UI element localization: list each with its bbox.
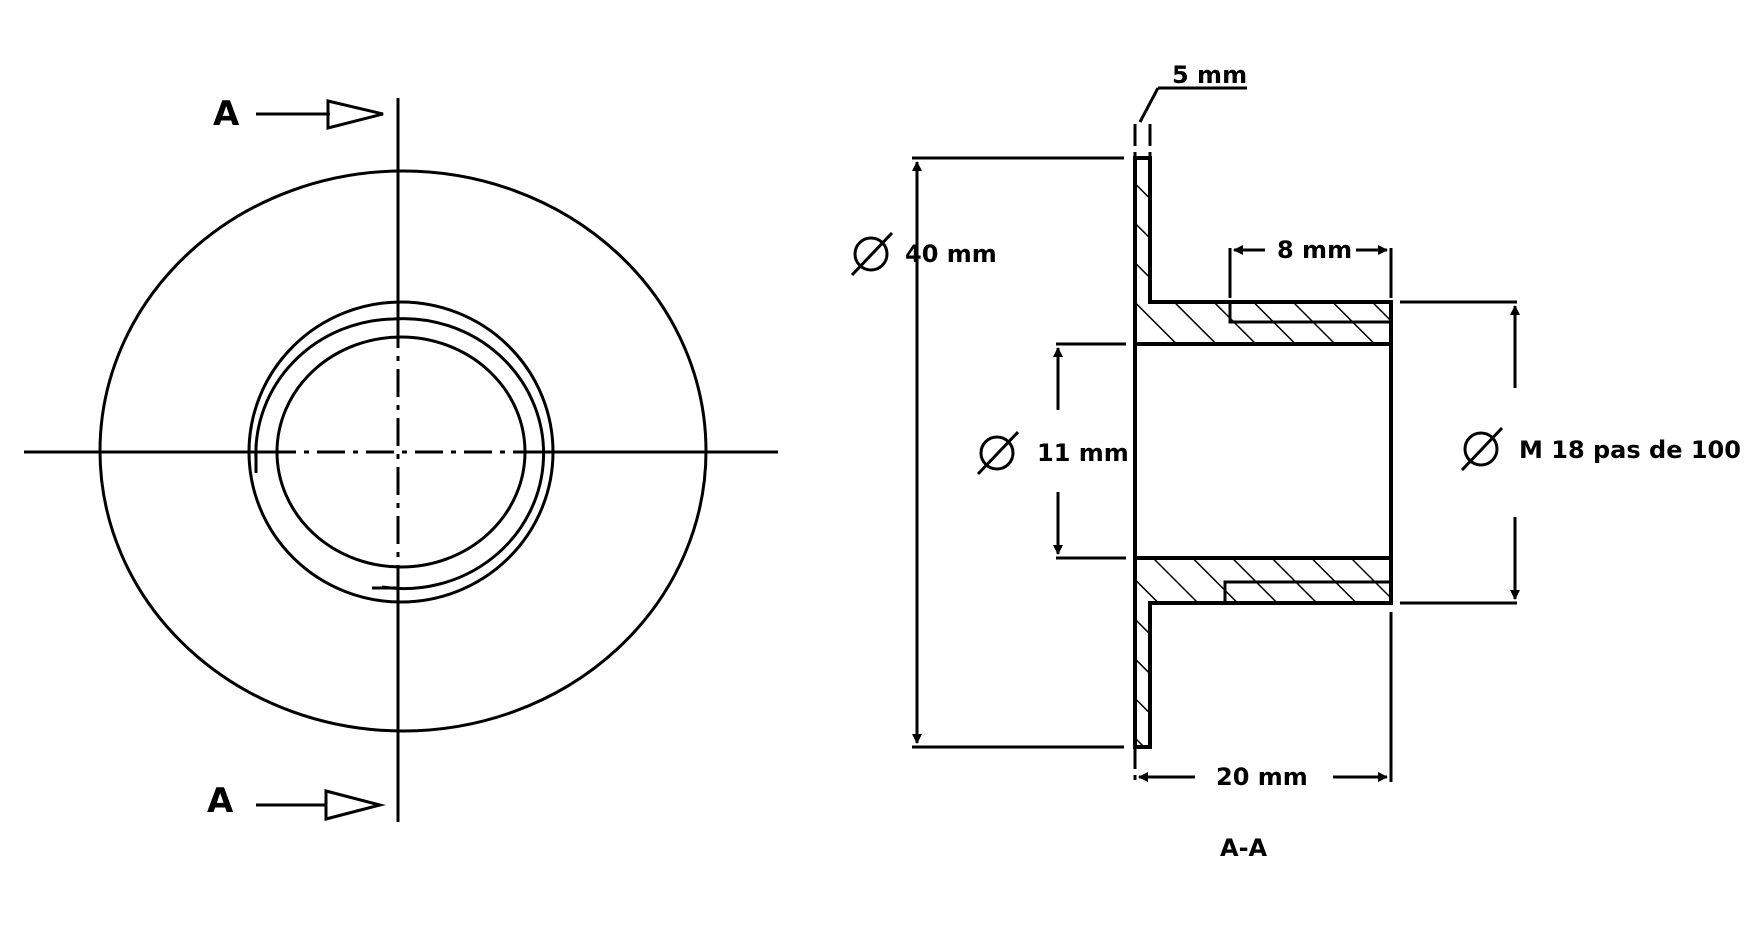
front-view — [24, 98, 778, 822]
dim-thread-length — [1228, 245, 1393, 298]
dim-overall-length — [1133, 612, 1393, 782]
section-arrow-bottom — [256, 789, 386, 821]
dim-thread-spec — [1400, 300, 1520, 605]
label-overall-length: 20 mm — [1216, 763, 1308, 791]
label-flange-diameter: 40 mm — [905, 240, 997, 268]
label-thread-length: 8 mm — [1277, 236, 1352, 264]
section-view: 5 mm 40 mm 8 mm — [850, 61, 1741, 862]
diameter-symbol-icon — [1460, 426, 1504, 472]
diameter-symbol-icon — [976, 430, 1020, 476]
thread-major-arc — [254, 317, 546, 591]
dim-flange-diameter — [850, 156, 1124, 749]
section-title: A-A — [1220, 834, 1268, 862]
label-thread-spec: M 18 pas de 100 — [1519, 436, 1741, 464]
dim-flange-thickness — [1133, 86, 1247, 158]
diameter-symbol-icon — [850, 231, 894, 277]
thread-root-upper — [1228, 302, 1391, 324]
thread-root-lower — [1223, 580, 1391, 603]
section-mark-bottom: A — [207, 781, 234, 821]
section-mark-top: A — [213, 94, 240, 134]
label-bore-diameter: 11 mm — [1037, 439, 1129, 467]
label-flange-thickness: 5 mm — [1172, 61, 1247, 89]
section-arrow-top — [256, 99, 384, 130]
lower-section-shape — [1133, 556, 1393, 749]
dim-bore-diameter — [976, 342, 1126, 560]
